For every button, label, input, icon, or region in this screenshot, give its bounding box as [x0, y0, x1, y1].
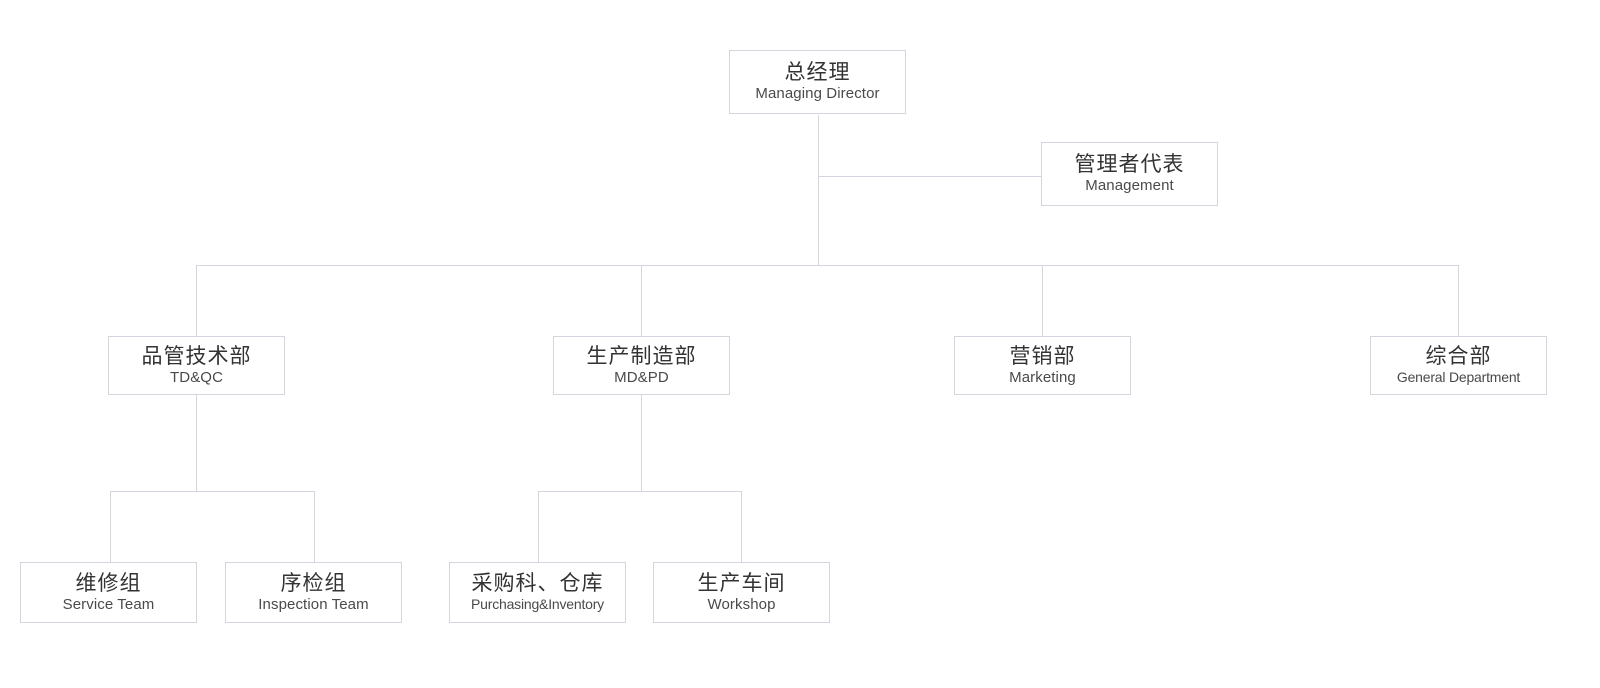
connector-drop-purchasing — [538, 491, 539, 562]
node-inspection-team-en: Inspection Team — [258, 595, 369, 613]
node-inspection-team[interactable]: 序检组 Inspection Team — [225, 562, 402, 623]
node-service-team-en: Service Team — [62, 595, 155, 613]
node-md-pd[interactable]: 生产制造部 MD&PD — [553, 336, 730, 395]
connector-md-stem — [818, 115, 819, 266]
node-service-team[interactable]: 维修组 Service Team — [20, 562, 197, 623]
connector-drop-inspection-team — [314, 491, 315, 562]
node-inspection-team-cn: 序检组 — [280, 571, 347, 595]
node-marketing-en: Marketing — [1009, 368, 1076, 386]
node-workshop[interactable]: 生产车间 Workshop — [653, 562, 830, 623]
node-purchasing-inventory[interactable]: 采购科、仓库 Purchasing&Inventory — [449, 562, 626, 623]
node-md-pd-en: MD&PD — [614, 368, 669, 386]
connector-drop-td-qc — [196, 265, 197, 336]
connector-management-rep — [818, 176, 1042, 177]
node-marketing[interactable]: 营销部 Marketing — [954, 336, 1131, 395]
node-service-team-cn: 维修组 — [75, 571, 142, 595]
connector-td-qc-stem — [196, 395, 197, 492]
connector-drop-md-pd — [641, 265, 642, 336]
node-td-qc-cn: 品管技术部 — [141, 344, 252, 368]
node-management-representative[interactable]: 管理者代表 Management — [1041, 142, 1218, 206]
connector-department-bus — [196, 265, 1459, 266]
node-md-pd-cn: 生产制造部 — [586, 344, 697, 368]
node-workshop-en: Workshop — [707, 595, 776, 613]
node-managing-director-cn: 总经理 — [784, 61, 851, 85]
node-management-representative-cn: 管理者代表 — [1074, 153, 1185, 177]
node-managing-director-en: Managing Director — [755, 85, 880, 103]
node-marketing-cn: 营销部 — [1009, 344, 1076, 368]
connector-md-pd-stem — [641, 395, 642, 492]
node-general-department-cn: 综合部 — [1425, 345, 1492, 369]
node-purchasing-inventory-cn: 采购科、仓库 — [471, 572, 604, 596]
node-management-representative-en: Management — [1085, 177, 1174, 195]
node-general-department[interactable]: 综合部 General Department — [1370, 336, 1547, 395]
connector-md-pd-bar — [538, 491, 742, 492]
connector-drop-workshop — [741, 491, 742, 562]
connector-td-qc-bar — [110, 491, 315, 492]
node-general-department-en: General Department — [1396, 369, 1521, 386]
connector-drop-general — [1458, 265, 1459, 336]
node-purchasing-inventory-en: Purchasing&Inventory — [471, 596, 604, 613]
node-workshop-cn: 生产车间 — [697, 571, 786, 595]
node-managing-director[interactable]: 总经理 Managing Director — [729, 50, 906, 114]
connector-drop-service-team — [110, 491, 111, 562]
connector-drop-marketing — [1042, 265, 1043, 336]
node-td-qc-en: TD&QC — [170, 368, 223, 386]
node-td-qc[interactable]: 品管技术部 TD&QC — [108, 336, 285, 395]
